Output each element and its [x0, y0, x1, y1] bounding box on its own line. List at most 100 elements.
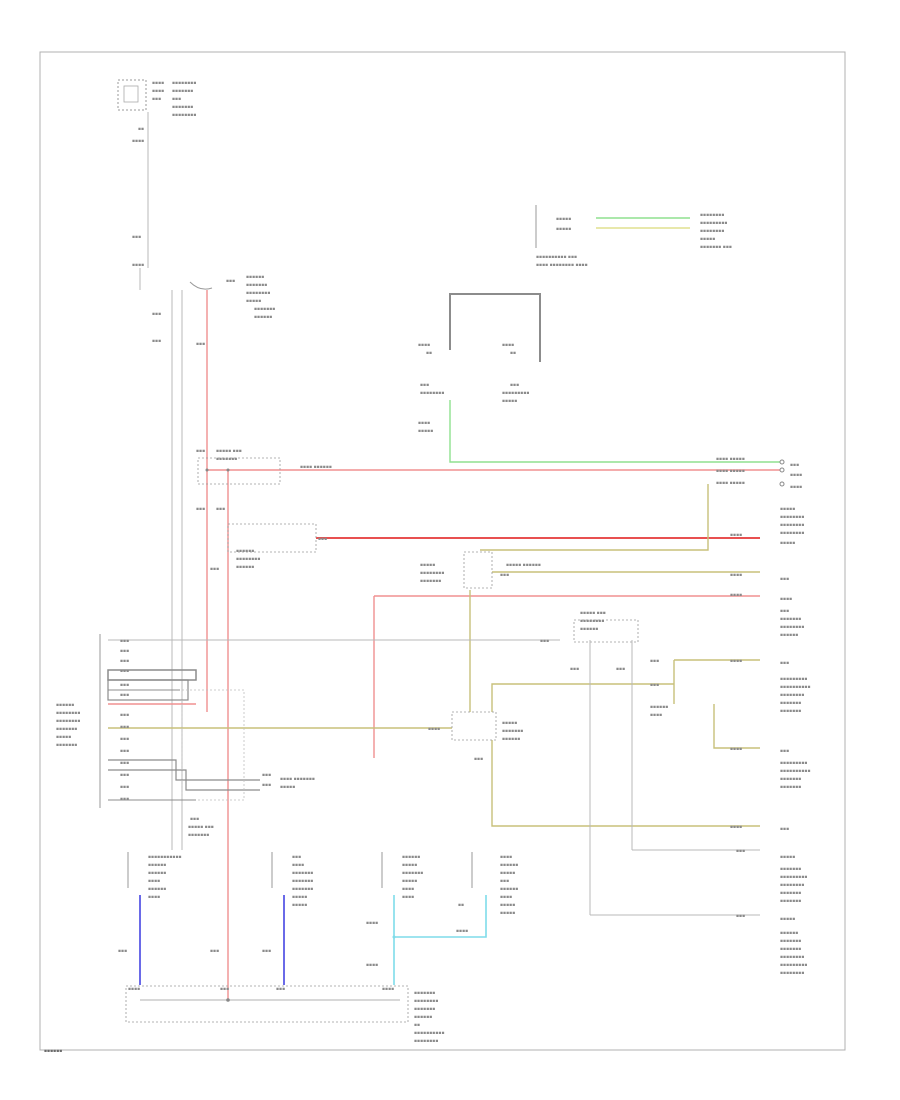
svg-text:▪▪▪▪▪▪▪▪: ▪▪▪▪▪▪▪▪ — [780, 955, 804, 960]
svg-text:▪▪▪▪: ▪▪▪▪ — [500, 895, 512, 900]
svg-text:▪▪▪: ▪▪▪ — [736, 914, 745, 919]
svg-text:▪▪▪: ▪▪▪ — [318, 537, 327, 542]
svg-text:▪▪▪▪▪▪▪▪: ▪▪▪▪▪▪▪▪ — [414, 999, 438, 1004]
svg-text:▪▪▪▪▪▪▪: ▪▪▪▪▪▪▪ — [414, 991, 435, 996]
svg-text:▪▪▪▪: ▪▪▪▪ — [418, 343, 430, 348]
svg-text:▪▪▪▪▪: ▪▪▪▪▪ — [292, 903, 307, 908]
svg-text:▪▪▪▪: ▪▪▪▪ — [292, 863, 304, 868]
svg-text:▪▪▪: ▪▪▪ — [220, 987, 229, 992]
svg-text:▪▪▪▪▪: ▪▪▪▪▪ — [500, 911, 515, 916]
svg-text:▪▪▪▪▪▪▪▪: ▪▪▪▪▪▪▪▪ — [780, 515, 804, 520]
svg-text:▪▪▪▪▪▪▪▪: ▪▪▪▪▪▪▪▪ — [56, 711, 80, 716]
svg-text:▪▪▪▪▪▪▪▪: ▪▪▪▪▪▪▪▪ — [700, 229, 724, 234]
yellow-wires — [108, 484, 760, 827]
svg-text:▪▪▪▪▪▪▪: ▪▪▪▪▪▪▪ — [188, 833, 209, 838]
svg-text:▪▪▪▪▪▪▪: ▪▪▪▪▪▪▪ — [172, 89, 193, 94]
svg-text:▪▪▪▪: ▪▪▪▪ — [148, 879, 160, 884]
svg-text:▪▪▪▪: ▪▪▪▪ — [418, 421, 430, 426]
svg-text:▪▪▪▪▪▪▪: ▪▪▪▪▪▪▪ — [414, 1007, 435, 1012]
svg-text:▪▪▪: ▪▪▪ — [262, 773, 271, 778]
svg-text:▪▪▪▪: ▪▪▪▪ — [132, 139, 144, 144]
svg-text:▪▪▪: ▪▪▪ — [120, 761, 129, 766]
svg-text:▪▪▪▪▪▪: ▪▪▪▪▪▪ — [148, 863, 166, 868]
svg-text:▪▪▪: ▪▪▪ — [120, 669, 129, 674]
svg-text:▪▪▪▪ ▪▪▪▪▪: ▪▪▪▪ ▪▪▪▪▪ — [716, 469, 745, 474]
svg-text:▪▪▪: ▪▪▪ — [196, 449, 205, 454]
svg-text:▪▪▪▪▪▪: ▪▪▪▪▪▪ — [236, 565, 254, 570]
svg-text:▪▪▪▪ ▪▪▪▪▪▪▪▪ ▪▪▪▪: ▪▪▪▪ ▪▪▪▪▪▪▪▪ ▪▪▪▪ — [536, 263, 588, 268]
junction-connector-1: ▪▪▪▪▪ ▪▪▪ ▪▪▪▪▪▪▪ — [197, 449, 281, 485]
svg-text:▪▪▪▪▪▪▪▪▪: ▪▪▪▪▪▪▪▪▪ — [780, 761, 807, 766]
relay-box-2: ▪▪▪▪▪ ▪▪▪▪▪▪▪▪ ▪▪▪▪▪▪▪ — [420, 551, 493, 589]
svg-text:▪▪▪▪▪▪▪: ▪▪▪▪▪▪▪ — [56, 727, 77, 732]
svg-text:▪▪▪: ▪▪▪ — [780, 661, 789, 666]
svg-text:▪▪▪▪▪▪▪▪: ▪▪▪▪▪▪▪▪ — [580, 619, 604, 624]
svg-text:▪▪▪: ▪▪▪ — [540, 639, 549, 644]
svg-text:▪▪▪: ▪▪▪ — [118, 949, 127, 954]
svg-text:▪▪▪▪▪▪▪: ▪▪▪▪▪▪▪ — [216, 457, 237, 462]
svg-text:▪▪▪▪▪▪▪▪: ▪▪▪▪▪▪▪▪ — [246, 291, 270, 296]
svg-text:▪▪▪▪▪: ▪▪▪▪▪ — [420, 563, 435, 568]
svg-text:▪▪▪▪▪▪▪: ▪▪▪▪▪▪▪ — [502, 729, 523, 734]
svg-text:▪▪▪▪▪ ▪▪▪▪▪▪: ▪▪▪▪▪ ▪▪▪▪▪▪ — [506, 563, 541, 568]
svg-text:▪▪▪▪▪▪▪: ▪▪▪▪▪▪▪ — [246, 283, 267, 288]
svg-text:▪▪▪▪▪▪▪: ▪▪▪▪▪▪▪ — [780, 939, 801, 944]
svg-text:▪▪▪▪: ▪▪▪▪ — [402, 887, 414, 892]
svg-text:▪▪▪▪▪▪▪: ▪▪▪▪▪▪▪ — [780, 709, 801, 714]
svg-text:▪▪▪▪▪▪▪: ▪▪▪▪▪▪▪ — [292, 887, 313, 892]
svg-text:▪▪▪▪▪: ▪▪▪▪▪ — [502, 399, 517, 404]
svg-text:▪▪▪▪ ▪▪▪▪▪: ▪▪▪▪ ▪▪▪▪▪ — [716, 481, 745, 486]
svg-text:▪▪▪▪▪▪▪▪▪▪: ▪▪▪▪▪▪▪▪▪▪ — [780, 769, 811, 774]
svg-text:▪▪▪: ▪▪▪ — [780, 577, 789, 582]
svg-text:▪▪▪▪: ▪▪▪▪ — [132, 263, 144, 268]
svg-text:▪▪▪: ▪▪▪ — [500, 879, 509, 884]
svg-text:▪▪▪: ▪▪▪ — [196, 507, 205, 512]
svg-text:▪▪▪: ▪▪▪ — [120, 659, 129, 664]
svg-text:▪▪▪: ▪▪▪ — [172, 97, 181, 102]
svg-text:▪▪▪▪▪: ▪▪▪▪▪ — [280, 785, 295, 790]
svg-text:▪▪▪▪▪▪: ▪▪▪▪▪▪ — [500, 863, 518, 868]
svg-text:▪▪▪: ▪▪▪ — [736, 849, 745, 854]
svg-text:▪▪▪: ▪▪▪ — [262, 949, 271, 954]
bottom-component-3: ▪▪▪▪▪▪ ▪▪▪▪▪ ▪▪▪▪▪▪▪ ▪▪▪▪▪ ▪▪▪▪ ▪▪▪▪ ▪▪▪… — [366, 852, 518, 985]
svg-text:▪▪▪▪: ▪▪▪▪ — [730, 825, 742, 830]
svg-text:▪▪▪▪▪▪▪▪▪▪▪: ▪▪▪▪▪▪▪▪▪▪▪ — [148, 855, 182, 860]
svg-text:▪▪▪▪▪: ▪▪▪▪▪ — [246, 299, 261, 304]
svg-text:▪▪▪▪▪▪: ▪▪▪▪▪▪ — [148, 887, 166, 892]
svg-text:▪▪▪▪▪▪▪: ▪▪▪▪▪▪▪ — [780, 891, 801, 896]
svg-text:▪▪▪▪▪▪▪▪▪: ▪▪▪▪▪▪▪▪▪ — [700, 221, 727, 226]
svg-text:▪▪▪▪▪▪▪▪: ▪▪▪▪▪▪▪▪ — [56, 719, 80, 724]
svg-text:▪▪▪▪: ▪▪▪▪ — [730, 533, 742, 538]
svg-text:▪▪▪▪▪▪: ▪▪▪▪▪▪ — [650, 705, 668, 710]
svg-text:▪▪▪▪▪▪▪▪: ▪▪▪▪▪▪▪▪ — [780, 531, 804, 536]
right-connector-pins: ▪▪▪▪ ▪▪▪▪▪ ▪▪▪▪ ▪▪▪▪▪ ▪▪▪ ▪▪▪▪ ▪▪▪▪ ▪▪▪▪… — [716, 459, 804, 638]
svg-text:▪▪▪▪: ▪▪▪▪ — [500, 855, 512, 860]
svg-text:▪▪▪: ▪▪▪ — [120, 683, 129, 688]
svg-text:▪▪▪▪▪▪: ▪▪▪▪▪▪ — [148, 871, 166, 876]
svg-text:▪▪▪▪▪: ▪▪▪▪▪ — [780, 917, 795, 922]
right-lower-labels: ▪▪▪ ▪▪▪▪▪▪▪▪▪ ▪▪▪▪▪▪▪▪▪▪ ▪▪▪▪▪▪▪▪ ▪▪▪▪▪▪… — [780, 661, 811, 976]
svg-text:▪▪▪▪▪▪▪▪: ▪▪▪▪▪▪▪▪ — [172, 81, 196, 86]
svg-text:▪▪▪: ▪▪▪ — [132, 235, 141, 240]
svg-text:▪▪▪▪: ▪▪▪▪ — [456, 929, 468, 934]
svg-text:▪▪▪▪▪: ▪▪▪▪▪ — [292, 895, 307, 900]
svg-text:▪▪▪▪▪: ▪▪▪▪▪ — [502, 721, 517, 726]
svg-text:▪▪▪▪▪▪▪▪▪: ▪▪▪▪▪▪▪▪▪ — [780, 875, 807, 880]
relay-box-3: ▪▪▪▪▪ ▪▪▪▪▪▪▪ ▪▪▪▪▪▪ ▪▪▪ ▪▪▪▪ — [428, 711, 523, 762]
svg-text:▪▪: ▪▪ — [510, 351, 516, 356]
svg-text:▪▪▪: ▪▪▪ — [120, 773, 129, 778]
svg-text:▪▪▪: ▪▪▪ — [196, 342, 205, 347]
svg-text:▪▪▪: ▪▪▪ — [152, 339, 161, 344]
svg-text:▪▪▪: ▪▪▪ — [120, 693, 129, 698]
svg-text:▪▪▪▪▪▪: ▪▪▪▪▪▪ — [502, 737, 520, 742]
svg-text:▪▪▪▪▪▪▪▪▪: ▪▪▪▪▪▪▪▪▪ — [502, 391, 529, 396]
gray-loop — [449, 293, 541, 362]
svg-text:▪▪▪: ▪▪▪ — [120, 649, 129, 654]
svg-text:▪▪▪▪: ▪▪▪▪ — [152, 89, 164, 94]
svg-text:▪▪▪: ▪▪▪ — [780, 749, 789, 754]
svg-text:▪▪▪: ▪▪▪ — [262, 783, 271, 788]
svg-text:▪▪▪▪▪▪: ▪▪▪▪▪▪ — [580, 627, 598, 632]
svg-text:▪▪▪▪▪▪▪▪: ▪▪▪▪▪▪▪▪ — [414, 1039, 438, 1044]
svg-text:▪▪▪▪▪▪▪: ▪▪▪▪▪▪▪ — [420, 579, 441, 584]
